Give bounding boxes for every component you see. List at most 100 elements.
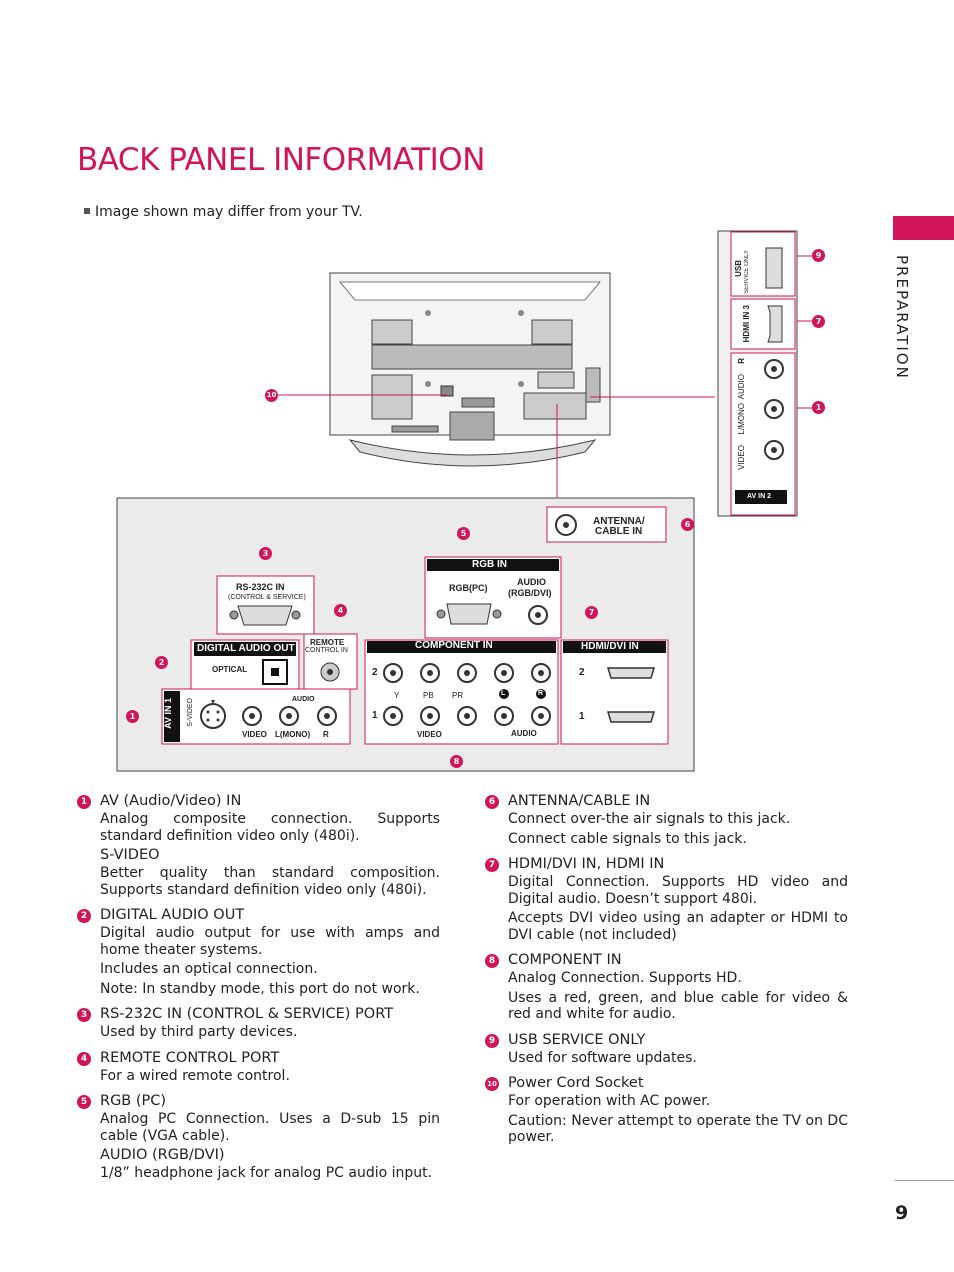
page-title: BACK PANEL INFORMATION (77, 142, 485, 178)
item-text: Better quality than standard composition… (100, 865, 440, 898)
item-text: Connect over-the air signals to this jac… (508, 811, 791, 827)
hdmi-row-2-label: 2 (579, 667, 585, 678)
marker-7-side: 7 (812, 315, 825, 328)
hdmi-row-1-label: 1 (579, 711, 585, 722)
component-row-2-label: 2 (372, 667, 378, 678)
footer-rule (895, 1180, 954, 1181)
item-text: Analog PC Connection. Uses a D-sub 15 pi… (100, 1111, 440, 1144)
item-number: 10 (485, 1077, 499, 1091)
bullet-square-icon (84, 208, 90, 214)
item-antenna: 6 ANTENNA/CABLE IN Connect over-the air … (485, 793, 848, 847)
rs232-label: RS-232C IN (236, 582, 285, 592)
marker-2: 2 (155, 656, 168, 669)
comp-video-label: VIDEO (417, 730, 442, 739)
item-text: For a wired remote control. (100, 1067, 290, 1084)
item-text: Accepts DVI video using an adapter or HD… (508, 910, 848, 943)
item-heading: ANTENNA/CABLE IN (508, 793, 651, 809)
item-remote-control: 4 REMOTE CONTROL PORT For a wired remote… (77, 1050, 440, 1085)
tv-rear-illustration (329, 272, 611, 467)
item-text: Used for software updates. (508, 1049, 697, 1066)
image-note: Image shown may differ from your TV. (84, 204, 363, 220)
s-video-label: S-VIDEO (187, 698, 194, 727)
item-text: Digital Connection. Supports HD video an… (508, 874, 848, 907)
left-column: 1 AV (Audio/Video) IN Analog composite c… (77, 793, 440, 1191)
item-heading: USB SERVICE ONLY (508, 1031, 646, 1048)
vga-connector-icon (436, 603, 502, 625)
item-text: Caution: Never attempt to operate the TV… (508, 1112, 848, 1146)
item-number: 2 (77, 909, 91, 923)
av1-r-label: R (323, 730, 329, 739)
side-usb-label: USB (734, 260, 743, 277)
comp-y-label: Y (394, 691, 400, 700)
rs232-sublabel: (CONTROL & SERVICE) (228, 594, 306, 601)
marker-9-side: 9 (812, 249, 825, 262)
section-label: PREPARATION (893, 255, 911, 380)
right-column: 6 ANTENNA/CABLE IN Connect over-the air … (485, 793, 848, 1155)
item-hdmi: 7 HDMI/DVI IN, HDMI IN Digital Connectio… (485, 856, 848, 943)
marker-4: 4 (334, 604, 347, 617)
back-panel-diagram (116, 230, 812, 772)
av1-video-label: VIDEO (242, 730, 267, 739)
side-r-label: R (737, 358, 746, 364)
marker-7: 7 (585, 606, 598, 619)
control-in-label: CONTROL IN (305, 647, 348, 654)
item-rs232: 3 RS-232C IN (CONTROL & SERVICE) PORT Us… (77, 1006, 440, 1041)
item-number: 6 (485, 795, 499, 809)
item-text: Includes an optical connection. (100, 961, 318, 977)
item-subheading: S-VIDEO (100, 847, 160, 863)
marker-10: 10 (265, 389, 278, 402)
item-av-in: 1 AV (Audio/Video) IN Analog composite c… (77, 793, 440, 898)
marker-3: 3 (259, 547, 272, 560)
cable-in-label: CABLE IN (595, 526, 643, 537)
rs232-connector-icon (229, 605, 301, 626)
item-heading: RGB (PC) (100, 1093, 167, 1109)
remote-label: REMOTE (310, 638, 345, 647)
rgb-in-label: RGB IN (472, 559, 507, 570)
page-number: 9 (895, 1202, 909, 1224)
marker-5: 5 (457, 527, 470, 540)
marker-6: 6 (681, 518, 694, 531)
antenna-label: ANTENNA/ (593, 516, 645, 527)
rgb-pc-label: RGB(PC) (449, 583, 488, 593)
side-hdmi-label: HDMI IN 3 (742, 305, 751, 343)
item-text: Digital audio output for use with amps a… (100, 925, 440, 958)
item-number: 8 (485, 954, 499, 968)
item-text: Connect cable signals to this jack. (508, 830, 747, 847)
item-power-cord: 10 Power Cord Socket For operation with … (485, 1075, 848, 1146)
item-text: Analog composite connection. Supports st… (100, 811, 440, 844)
hdmi-dvi-in-label: HDMI/DVI IN (581, 641, 639, 652)
item-text: Uses a red, green, and blue cable for vi… (508, 989, 848, 1023)
item-heading: DIGITAL AUDIO OUT (100, 907, 245, 923)
item-heading: HDMI/DVI IN, HDMI IN (508, 856, 665, 872)
side-lmono-label: L/MONO (737, 403, 746, 435)
item-number: 4 (77, 1051, 91, 1066)
item-text: Used by third party devices. (100, 1024, 298, 1040)
item-number: 3 (77, 1008, 91, 1022)
av-in-1-label: AV IN 1 (163, 698, 173, 729)
item-component: 8 COMPONENT IN Analog Connection. Suppor… (485, 952, 848, 1023)
comp-pr-label: PR (452, 691, 464, 700)
rgb-audio-label: AUDIO (517, 577, 546, 587)
item-heading: COMPONENT IN (508, 952, 622, 968)
item-text: Analog Connection. Supports HD. (508, 970, 742, 986)
side-video-label: VIDEO (737, 445, 746, 470)
optical-label: OPTICAL (212, 665, 248, 674)
side-service-label: SERVICE ONLY (744, 250, 750, 294)
item-text: Note: In standby mode, this port do not … (100, 980, 420, 997)
item-number: 7 (485, 858, 499, 872)
digital-audio-out-label: DIGITAL AUDIO OUT (197, 643, 295, 654)
item-usb: 9 USB SERVICE ONLY Used for software upd… (485, 1031, 848, 1067)
item-number: 1 (77, 795, 91, 809)
image-note-text: Image shown may differ from your TV. (95, 204, 363, 220)
marker-1: 1 (126, 710, 139, 723)
section-tab (893, 216, 954, 240)
marker-8: 8 (450, 755, 463, 768)
item-rgb-pc: 5 RGB (PC) Analog PC Connection. Uses a … (77, 1093, 440, 1182)
item-text: 1/8” headphone jack for analog PC audio … (100, 1165, 433, 1181)
item-digital-audio-out: 2 DIGITAL AUDIO OUT Digital audio output… (77, 907, 440, 997)
item-heading: AV (Audio/Video) IN (100, 793, 242, 809)
item-number: 9 (485, 1033, 499, 1048)
comp-l-label: L (501, 690, 506, 697)
av1-lmono-label: L(MONO) (275, 730, 311, 739)
av-in-2-label: AV IN 2 (747, 493, 771, 500)
